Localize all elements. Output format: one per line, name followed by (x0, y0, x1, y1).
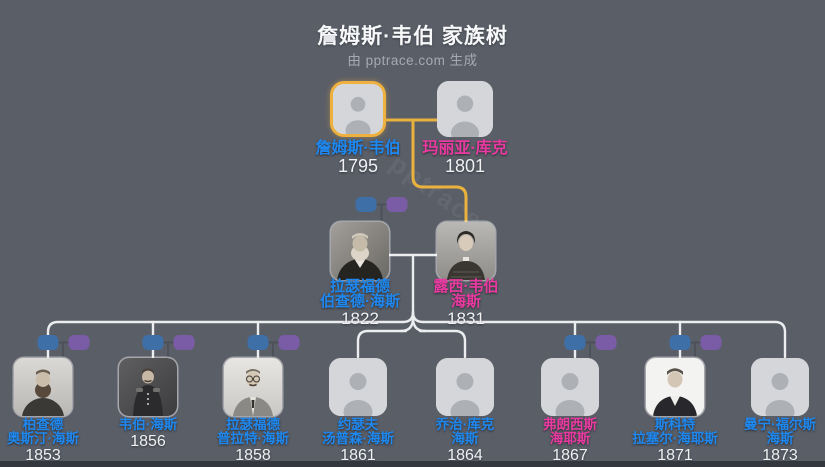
person-info-child-6: 弗朗西斯 海耶斯 1867 (504, 417, 636, 465)
person-name-line2: 海斯 (451, 431, 479, 446)
mini-node-female-child3[interactable] (278, 335, 300, 350)
mini-couple-link-child1 (57, 341, 69, 358)
person-info-maria-cook: 玛丽亚·库克 1801 (395, 140, 535, 176)
person-name-line1: 韦伯·海斯 (118, 417, 178, 432)
person-year: 1795 (337, 156, 379, 176)
person-name-line2: 伯查德·海斯 (320, 292, 400, 310)
bottom-bar (0, 461, 825, 467)
person-card-rutherford-hayes[interactable] (331, 222, 389, 280)
person-year: 1873 (762, 447, 798, 464)
person-name-line1: 曼宁·福尔斯 (744, 417, 816, 432)
person-card-lucy-hayes[interactable] (437, 222, 495, 280)
children-rail-inner-left (356, 329, 408, 359)
person-card-child-6[interactable] (541, 358, 599, 416)
mini-node-female-child6[interactable] (595, 335, 617, 350)
union-drop-to-lucy (411, 118, 468, 223)
person-name-line1: 拉瑟福德 (226, 417, 280, 432)
person-card-maria-cook[interactable] (437, 81, 493, 137)
person-card-child-8[interactable] (751, 358, 809, 416)
person-year: 1853 (25, 447, 61, 464)
mini-node-male-child2[interactable] (142, 335, 164, 350)
junction-flare-upper-right (411, 310, 425, 324)
portrait-child2-photo (119, 358, 177, 416)
mini-node-male-child6[interactable] (564, 335, 586, 350)
person-name-line1: 柏查德 (22, 417, 64, 432)
mini-couple-link-child6 (584, 341, 596, 358)
person-card-child-2[interactable] (119, 358, 177, 416)
person-name-line1: 露西·韦伯 (433, 278, 499, 295)
person-name-line2: 海耶斯 (549, 431, 591, 446)
children-rail-left (46, 320, 405, 359)
person-name: 詹姆斯·韦伯 (315, 140, 401, 157)
person-year: 1871 (657, 447, 693, 464)
person-name-line2: 奥斯汀·海斯 (7, 431, 79, 446)
children-rail-right (421, 320, 787, 359)
person-year: 1822 (341, 309, 379, 328)
person-name: 玛丽亚·库克 (422, 140, 508, 157)
person-name-line2: 普拉特·海斯 (217, 431, 289, 446)
person-year: 1861 (340, 447, 376, 464)
person-info-james-webb: 詹姆斯·韦伯 1795 (288, 140, 428, 176)
person-name-line1: 乔治·库克 (435, 417, 495, 432)
person-info-child-2: 韦伯·海斯 1856 (82, 417, 214, 451)
mini-node-female-child7[interactable] (700, 335, 722, 350)
mini-couple-link-child3 (267, 341, 279, 358)
person-year: 1864 (447, 447, 483, 464)
person-placeholder-icon (333, 84, 383, 134)
page-title: 詹姆斯·韦伯 家族树 (317, 25, 508, 48)
person-card-child-7[interactable] (646, 358, 704, 416)
person-card-child-4[interactable] (329, 358, 387, 416)
mini-couple-link-rutherford (375, 203, 388, 222)
person-card-child-3[interactable] (224, 358, 282, 416)
person-info-child-3: 拉瑟福德 普拉特·海斯 1858 (187, 417, 319, 465)
person-placeholder-icon (329, 358, 387, 416)
person-year: 1867 (552, 447, 588, 464)
mini-node-male-child3[interactable] (247, 335, 269, 350)
person-info-lucy-hayes: 露西·韦伯 海斯 1831 (391, 278, 541, 328)
person-card-child-5[interactable] (436, 358, 494, 416)
children-rail-inner-right (418, 329, 467, 359)
portrait-child7-photo (646, 358, 704, 416)
person-info-child-4: 约瑟夫 汤普森·海斯 1861 (292, 417, 424, 465)
person-name-line2: 海斯 (450, 292, 481, 310)
person-name-line1: 拉瑟福德 (329, 278, 390, 295)
portrait-lucy-photo (437, 222, 495, 280)
portrait-child3-photo (224, 358, 282, 416)
person-name-line2: 汤普森·海斯 (322, 431, 394, 446)
mini-node-female-child2[interactable] (173, 335, 195, 350)
person-card-child-1[interactable] (14, 358, 72, 416)
person-info-child-5: 乔治·库克 海斯 1864 (399, 417, 531, 465)
mini-couple-link-child7 (689, 341, 701, 358)
person-year: 1858 (235, 447, 271, 464)
person-year: 1856 (130, 433, 166, 450)
portrait-rutherford-photo (331, 222, 389, 280)
mini-node-female-child1[interactable] (68, 335, 90, 350)
mini-node-female-rutherford-parents[interactable] (386, 197, 408, 212)
person-info-child-1: 柏查德 奥斯汀·海斯 1853 (0, 417, 109, 465)
person-placeholder-icon (541, 358, 599, 416)
page-subtitle: 由 pptrace.com 生成 (347, 53, 478, 68)
person-card-james-webb[interactable] (330, 81, 386, 137)
person-name-line1: 弗朗西斯 (543, 417, 597, 432)
person-placeholder-icon (751, 358, 809, 416)
mini-couple-link-child2 (162, 341, 174, 358)
person-year: 1801 (444, 156, 486, 176)
person-info-child-7: 斯科特 拉塞尔·海耶斯 1871 (609, 417, 741, 465)
person-name-line2: 拉塞尔·海耶斯 (632, 431, 718, 446)
person-info-child-8: 曼宁·福尔斯 海斯 1873 (714, 417, 825, 465)
mini-node-male-rutherford-parents[interactable] (355, 197, 377, 212)
mini-node-male-child7[interactable] (669, 335, 691, 350)
person-name-line1: 约瑟夫 (337, 417, 379, 432)
person-name-line2: 海斯 (766, 431, 794, 446)
person-placeholder-icon (436, 358, 494, 416)
portrait-child1-photo (14, 358, 72, 416)
person-placeholder-icon (437, 81, 493, 137)
person-year: 1831 (447, 309, 485, 328)
mini-node-male-child1[interactable] (37, 335, 59, 350)
person-info-rutherford-hayes: 拉瑟福德 伯查德·海斯 1822 (285, 278, 435, 328)
person-name-line1: 斯科特 (654, 417, 696, 432)
